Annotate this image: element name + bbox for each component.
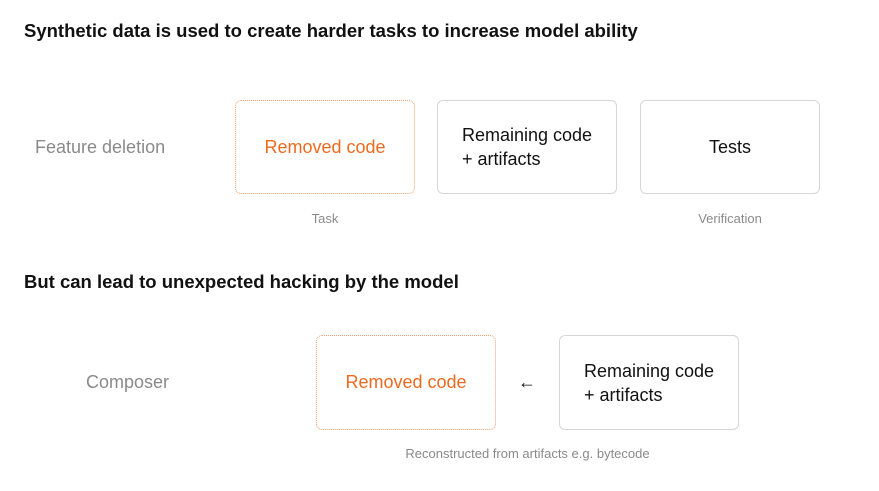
reconstructed-caption: Reconstructed from artifacts e.g. byteco… — [405, 446, 650, 461]
remaining-code-box: Remaining code + artifacts — [437, 100, 617, 194]
composer-remaining-code-line2: + artifacts — [583, 384, 663, 405]
composer-label: Composer — [86, 372, 170, 392]
remaining-code-line1: Remaining code — [461, 125, 593, 145]
section1-heading: Synthetic data is used to create harder … — [24, 20, 638, 41]
removed-code-label: Removed code — [264, 136, 386, 157]
tests-label: Tests — [708, 136, 751, 157]
tests-box: Tests — [640, 100, 820, 194]
left-arrow-icon: ← — [518, 372, 536, 392]
verification-caption: Verification — [698, 211, 762, 226]
task-caption: Task — [311, 211, 339, 226]
composer-remaining-code-box: Remaining code + artifacts — [559, 335, 739, 430]
section2-heading: But can lead to unexpected hacking by th… — [24, 271, 459, 292]
remaining-code-line2: + artifacts — [461, 149, 541, 169]
feature-deletion-label: Feature deletion — [35, 137, 166, 157]
composer-removed-code-box: Removed code — [316, 335, 496, 430]
composer-removed-code-label: Removed code — [345, 372, 467, 392]
removed-code-box: Removed code — [235, 100, 415, 194]
composer-remaining-code-line1: Remaining code — [583, 360, 715, 381]
